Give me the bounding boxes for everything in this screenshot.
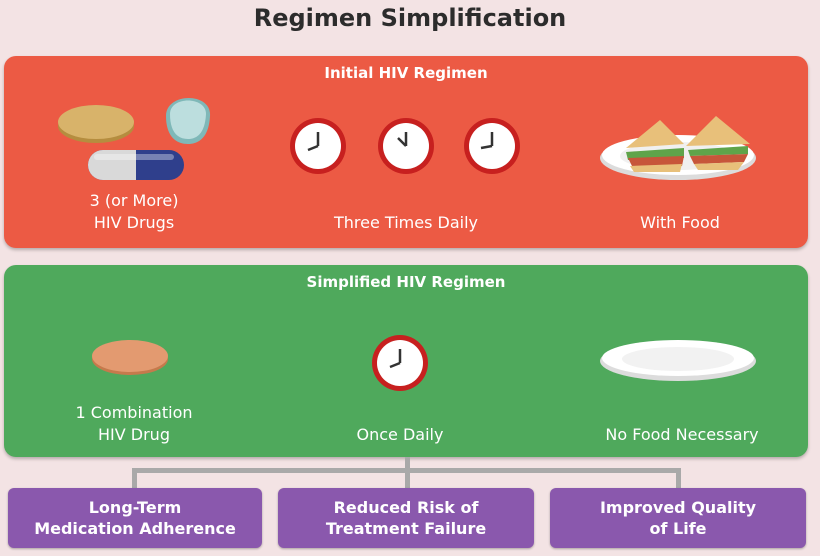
tan-tablet-icon (58, 105, 134, 143)
clock-icon (464, 118, 520, 174)
simplified-regimen-title: Simplified HIV Regimen (306, 273, 506, 291)
single-tablet-icon (92, 340, 168, 375)
outcome-label: Reduced Risk of Treatment Failure (325, 498, 487, 538)
initial-regimen-panel: Initial HIV Regimen (4, 56, 808, 248)
outcome-box-treatment-failure: Reduced Risk of Treatment Failure (278, 488, 534, 548)
connector-vertical-main (405, 457, 410, 471)
clock-icon (290, 118, 346, 174)
connector-middle-drop (405, 468, 410, 488)
three-clocks-icon (290, 118, 520, 174)
connector-right-drop (676, 468, 681, 488)
clock-icon (378, 118, 434, 174)
blue-tablet-icon (166, 98, 211, 144)
pills-icon (58, 98, 211, 180)
simplified-frequency-label: Once Daily (356, 425, 444, 444)
empty-plate-icon (600, 340, 756, 381)
initial-regimen-title: Initial HIV Regimen (324, 64, 488, 82)
outcome-label: Long-Term Medication Adherence (34, 498, 236, 538)
sandwich-plate-icon (600, 116, 756, 180)
outcome-box-quality-of-life: Improved Quality of Life (550, 488, 806, 548)
initial-frequency-label: Three Times Daily (334, 213, 478, 232)
simplified-regimen-panel: Simplified HIV Regimen 1 Combination HIV… (4, 265, 808, 457)
outcome-label: Improved Quality of Life (599, 498, 757, 538)
clock-icon (372, 335, 428, 391)
connector-left-drop (132, 468, 137, 488)
initial-drugs-label: 3 (or More) HIV Drugs (89, 191, 179, 232)
page-title: Regimen Simplification (253, 4, 567, 32)
outcome-box-adherence: Long-Term Medication Adherence (8, 488, 262, 548)
simplified-drugs-label: 1 Combination HIV Drug (75, 403, 193, 444)
initial-food-label: With Food (640, 213, 720, 232)
simplified-food-label: No Food Necessary (605, 425, 759, 444)
capsule-icon (88, 150, 184, 180)
